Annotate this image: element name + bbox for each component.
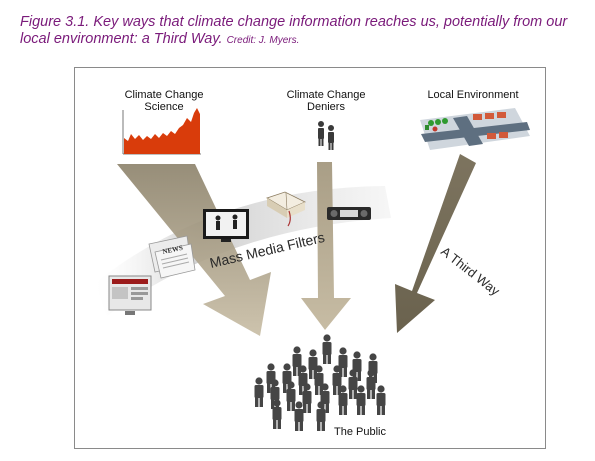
- public-person-icon: [292, 346, 302, 376]
- public-person-icon: [356, 385, 366, 415]
- public-person-icon: [316, 401, 326, 431]
- public-person-icon: [352, 351, 362, 381]
- public-person-icon: [272, 399, 282, 429]
- public-person-icon: [302, 383, 312, 413]
- third-way-arrow: [395, 154, 476, 333]
- caption-text: Figure 3.1. Key ways that climate change…: [20, 14, 568, 47]
- public-person-icon: [298, 365, 308, 395]
- mass-media-filter-band: [95, 186, 391, 316]
- science-arrow: [117, 164, 271, 336]
- third-way-label: A Third Way: [438, 244, 503, 299]
- public-person-icon: [376, 385, 386, 415]
- public-person-icon: [286, 381, 296, 411]
- public-person-icon: [338, 347, 348, 377]
- deniers-label: Climate Change Deniers: [271, 89, 381, 113]
- deniers-arrow: [301, 162, 351, 330]
- deniers-people-icon: [318, 121, 334, 150]
- diagram-frame: NEWS: [74, 67, 546, 449]
- public-person-icon: [254, 377, 264, 407]
- deniers-label-line2: Deniers: [307, 101, 345, 113]
- science-label-line2: Science: [144, 101, 184, 113]
- science-label-line1: Climate Change: [124, 89, 204, 101]
- public-person-icon: [282, 363, 292, 393]
- television-icon: [203, 209, 249, 242]
- public-person-icon: [332, 365, 342, 395]
- local-environment-label: Local Environment: [427, 89, 519, 101]
- public-label: The Public: [334, 426, 386, 438]
- public-person-icon: [320, 383, 330, 413]
- book-icon: [266, 191, 306, 227]
- caption-credit: Credit: J. Myers.: [226, 35, 300, 46]
- public-person-icon: [294, 401, 304, 431]
- public-crowd-icon: [254, 334, 386, 431]
- science-label: Climate Change Science: [109, 89, 219, 113]
- local-environment-icon: [420, 108, 530, 150]
- figure-caption: Figure 3.1. Key ways that climate change…: [20, 14, 585, 49]
- public-person-icon: [314, 365, 324, 395]
- science-chart-icon: [122, 108, 201, 155]
- public-person-icon: [338, 385, 348, 415]
- public-person-icon: [348, 369, 358, 399]
- public-person-icon: [322, 334, 332, 364]
- radio-icon: [327, 207, 371, 220]
- deniers-label-line1: Climate Change: [286, 89, 366, 101]
- website-icon: [108, 275, 152, 315]
- newspaper-icon: NEWS: [148, 235, 196, 279]
- diagram-svg: NEWS: [95, 108, 530, 431]
- public-person-icon: [366, 369, 376, 399]
